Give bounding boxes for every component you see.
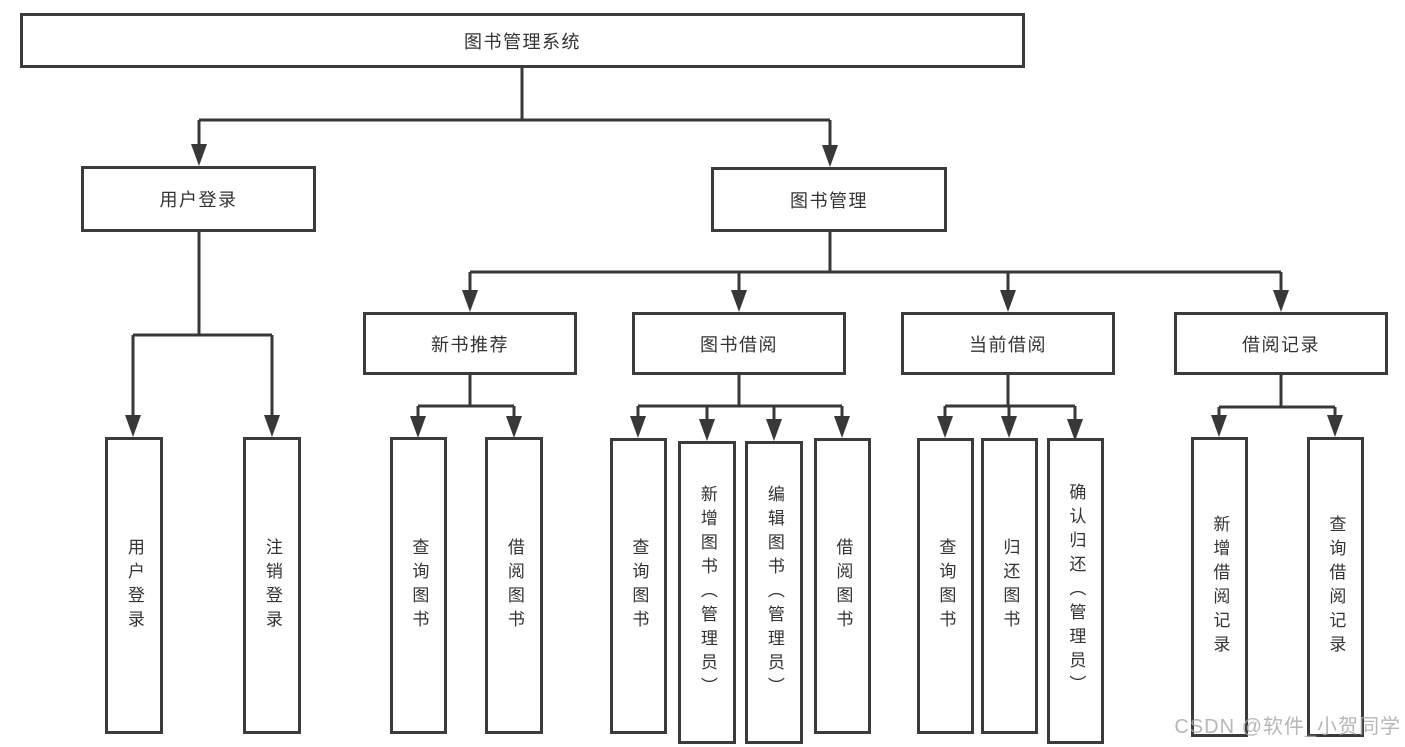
node-label: 图书借阅: [700, 334, 778, 355]
connector-root-to-level2: [197, 68, 832, 151]
node-label: 确认归还（管理员）: [1066, 483, 1086, 699]
node-label: 查询借阅记录: [1326, 515, 1346, 659]
node-borrow-records: 借阅记录: [1174, 312, 1388, 375]
node-new-book-recommend: 新书推荐: [363, 312, 577, 375]
node-label: 借阅图书: [833, 538, 853, 634]
arrowhead: [125, 415, 141, 437]
node-label: 编辑图书（管理员）: [764, 484, 784, 701]
connector-userlogin-children: [131, 232, 274, 421]
arrowhead: [766, 419, 782, 441]
node-label: 归还图书: [1000, 538, 1020, 634]
arrowhead: [1001, 416, 1017, 438]
leaf-nb-borrow-books: 借阅图书: [485, 437, 543, 734]
connector-newbook-children: [416, 375, 516, 422]
node-label: 用户登录: [124, 537, 144, 634]
node-label: 图书管理系统: [464, 31, 581, 52]
arrowhead: [630, 416, 646, 438]
connector-borrowrecords-children: [1217, 375, 1337, 421]
arrowhead: [410, 416, 426, 438]
node-label: 用户登录: [159, 190, 238, 210]
arrowhead: [191, 144, 207, 166]
arrowhead: [731, 290, 747, 312]
arrowhead: [462, 290, 478, 312]
arrowhead: [699, 419, 715, 441]
leaf-bb-add-books-admin: 新增图书（管理员）: [678, 441, 736, 744]
connector-bookmgmt-to-level3: [468, 232, 1283, 296]
leaf-cb-query-books: 查询图书: [917, 438, 974, 734]
node-library-management-system: 图书管理系统: [20, 13, 1025, 68]
node-current-borrow: 当前借阅: [901, 312, 1115, 375]
arrowhead: [937, 416, 953, 438]
leaf-bb-borrow-books: 借阅图书: [814, 438, 871, 734]
leaf-nb-query-books: 查询图书: [390, 437, 447, 734]
leaf-bb-query-books: 查询图书: [610, 438, 667, 734]
arrowhead: [264, 415, 280, 437]
csdn-watermark: CSDN @软件_小贺同学: [1174, 716, 1401, 738]
arrowheads: [125, 144, 1343, 441]
node-label: 查询图书: [629, 538, 649, 634]
leaf-br-add-record: 新增借阅记录: [1191, 437, 1248, 737]
connector-bookborrow-children: [636, 375, 844, 425]
connector-currentborrow-children: [943, 375, 1077, 425]
node-label: 借阅记录: [1242, 334, 1320, 355]
node-label: 当前借阅: [969, 334, 1047, 355]
arrowhead: [506, 416, 522, 438]
leaf-logout: 注销登录: [243, 437, 301, 734]
arrowhead: [822, 145, 838, 167]
leaf-cb-return-books: 归还图书: [981, 438, 1038, 734]
node-label: 新增借阅记录: [1210, 515, 1230, 659]
arrowhead: [1000, 290, 1016, 312]
node-book-borrow: 图书借阅: [632, 312, 846, 375]
arrowhead: [1273, 290, 1289, 312]
node-user-login: 用户登录: [81, 166, 316, 232]
leaf-br-query-record: 查询借阅记录: [1307, 437, 1364, 737]
leaf-user-login: 用户登录: [105, 437, 163, 734]
node-label: 注销登录: [262, 537, 282, 634]
node-label: 图书管理: [790, 190, 868, 211]
node-label: 查询图书: [936, 538, 956, 634]
node-label: 新增图书（管理员）: [697, 484, 717, 701]
arrowhead: [834, 416, 850, 438]
node-book-management: 图书管理: [711, 167, 947, 232]
arrowhead: [1327, 415, 1343, 437]
node-label: 借阅图书: [504, 537, 524, 634]
node-label: 查询图书: [409, 537, 429, 634]
leaf-bb-edit-books-admin: 编辑图书（管理员）: [745, 441, 803, 744]
arrowhead: [1211, 415, 1227, 437]
arrowhead: [1067, 419, 1083, 441]
leaf-cb-confirm-return-admin: 确认归还（管理员）: [1047, 438, 1104, 744]
node-label: 新书推荐: [431, 334, 509, 355]
